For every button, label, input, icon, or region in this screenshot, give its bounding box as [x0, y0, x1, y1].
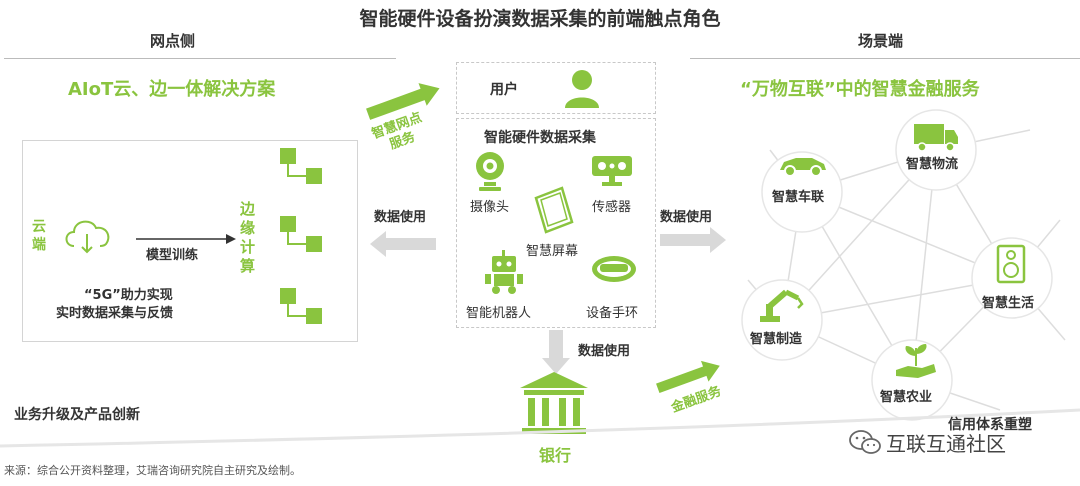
sensor-icon — [592, 156, 632, 186]
user-label: 用户 — [490, 82, 518, 98]
device-sensor-label: 传感器 — [592, 200, 632, 215]
car-icon — [780, 158, 826, 177]
bank-label: 银行 — [539, 446, 572, 465]
node-vehicle-label: 智慧车联 — [772, 190, 825, 205]
wristband-icon — [592, 256, 636, 282]
5g-note-line1: “5G”助力实现 — [84, 288, 173, 303]
finance-service-arrow — [654, 355, 724, 398]
truck-icon — [914, 124, 958, 152]
left-subtitle: AIoT云、边一体解决方案 — [68, 79, 276, 100]
node-logistics-label: 智慧物流 — [906, 157, 959, 172]
right-data-arrow — [660, 227, 726, 253]
watermark-text: 互联互通社区 — [886, 432, 1006, 456]
left-data-arrow — [370, 231, 436, 257]
robot-arm-icon — [760, 289, 804, 322]
training-arrow — [136, 234, 236, 244]
plant-hand-icon — [896, 344, 936, 378]
user-box — [456, 62, 656, 114]
right-data-use-label: 数据使用 — [660, 210, 713, 225]
smart-screen-icon — [534, 186, 574, 234]
page-title: 智能硬件设备扮演数据采集的前端触点角色 — [359, 8, 721, 30]
source-note: 来源：综合公开资料整理，艾瑞咨询研究院自主研究及绘制。 — [4, 464, 301, 477]
user-icon — [565, 70, 599, 108]
left-header: 网点侧 — [150, 32, 196, 50]
aiot-box — [22, 140, 358, 342]
upgrade-curve — [0, 408, 1080, 448]
right-header-divider — [690, 58, 1080, 59]
collection-title: 智能硬件数据采集 — [484, 130, 596, 146]
down-data-arrow — [542, 330, 570, 374]
wechat-icon — [849, 430, 881, 454]
device-camera-label: 摄像头 — [470, 200, 510, 215]
device-screen-label: 智慧屏幕 — [526, 244, 579, 259]
credit-rebuild-label: 信用体系重塑 — [948, 417, 1032, 433]
node-agriculture-label: 智慧农业 — [880, 390, 933, 405]
smart-branch-arrow — [364, 77, 444, 126]
camera-icon — [476, 152, 504, 191]
cloud-label: 云 端 — [32, 219, 46, 253]
right-subtitle: “万物互联”中的智慧金融服务 — [740, 79, 980, 100]
node-manufacturing-label: 智慧制造 — [750, 332, 803, 347]
speaker-icon — [996, 244, 1026, 284]
model-training-label: 模型训练 — [146, 248, 199, 263]
edge-nodes-icon — [280, 148, 322, 324]
device-wristband-label: 设备手环 — [586, 306, 639, 321]
down-data-use-label: 数据使用 — [578, 344, 631, 359]
right-header: 场景端 — [858, 32, 904, 50]
business-upgrade-label: 业务升级及产品创新 — [14, 407, 140, 423]
node-life-label: 智慧生活 — [982, 296, 1035, 311]
device-robot-label: 智能机器人 — [466, 306, 532, 321]
robot-icon — [485, 250, 523, 294]
5g-note-line2: 实时数据采集与反馈 — [56, 306, 174, 321]
cloud-download-icon — [65, 220, 110, 254]
left-data-use-label: 数据使用 — [374, 210, 427, 225]
edge-computing-label: 边 缘 计 算 — [240, 200, 256, 275]
left-header-divider — [4, 58, 396, 59]
